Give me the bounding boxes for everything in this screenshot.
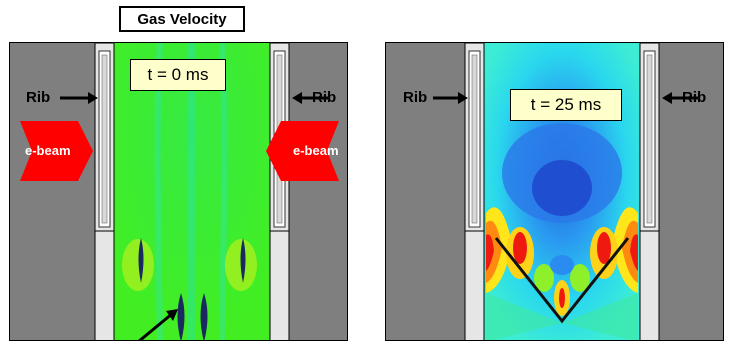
flow-field-t0: [20, 43, 339, 340]
arrow-icon: [138, 309, 178, 340]
arrow-icon: [662, 92, 698, 104]
arrow-icon: [292, 92, 328, 104]
arrow-icon: [433, 92, 468, 104]
rib-label-right: Rib: [312, 89, 337, 106]
rib-label-right: Rib: [682, 89, 707, 106]
rib-label-left: Rib: [26, 89, 51, 106]
panel-t0: t = 0 ms Rib Rib e-beam e-beam: [9, 42, 348, 341]
figure-title: Gas Velocity: [119, 6, 245, 32]
flow-field-t25: [433, 43, 698, 340]
ebeam-left-shape: [20, 121, 93, 181]
rib-label-left: Rib: [403, 89, 428, 106]
ebeam-right-shape: [266, 121, 339, 181]
panel-t25: t = 25 ms Rib Rib: [385, 42, 724, 341]
ebeam-label-left: e-beam: [25, 143, 71, 158]
arrow-icon: [60, 92, 98, 104]
time-label-t25: t = 25 ms: [510, 89, 622, 121]
time-label-t0: t = 0 ms: [130, 59, 226, 91]
ebeam-label-right: e-beam: [293, 143, 339, 158]
